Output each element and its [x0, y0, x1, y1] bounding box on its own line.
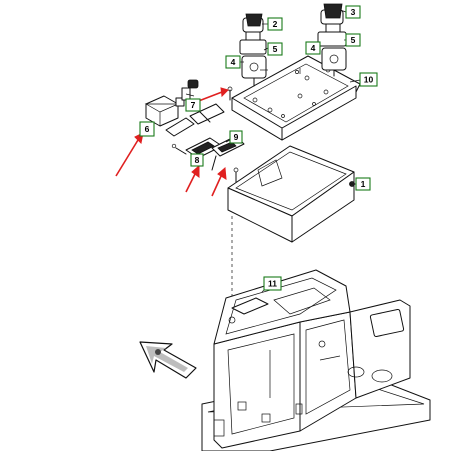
- svg-text:3: 3: [351, 7, 356, 17]
- callout-1: 1: [355, 177, 371, 191]
- svg-text:1: 1: [361, 179, 366, 189]
- svg-text:2: 2: [273, 19, 278, 29]
- svg-text:11: 11: [268, 279, 277, 289]
- callout-5-right: 5: [345, 33, 361, 47]
- callout-5-upper: 5: [267, 42, 283, 56]
- svg-text:7: 7: [191, 100, 196, 110]
- callout-11: 11: [263, 276, 282, 291]
- svg-text:4: 4: [231, 57, 236, 67]
- callout-3: 3: [345, 5, 361, 19]
- lamp-assembly: [144, 79, 199, 127]
- callout-7: 7: [185, 98, 201, 112]
- hand-pointer-arrow-icon: [139, 341, 197, 379]
- callout-8: 8: [190, 153, 204, 167]
- svg-text:9: 9: [234, 132, 239, 142]
- svg-text:5: 5: [273, 44, 278, 54]
- svg-text:4: 4: [311, 43, 316, 53]
- svg-text:6: 6: [145, 124, 150, 134]
- callout-9: 9: [229, 130, 243, 144]
- svg-text:8: 8: [195, 155, 200, 165]
- callout-4-right: 4: [305, 41, 321, 55]
- callout-6: 6: [139, 121, 155, 137]
- svg-text:10: 10: [364, 75, 374, 85]
- callout-4-left: 4: [225, 55, 241, 69]
- cab-frame: [201, 269, 431, 451]
- callout-2: 2: [267, 17, 283, 31]
- cover-plate: [227, 55, 361, 141]
- selector-switch-left: [239, 13, 279, 87]
- enclosure-box: [227, 145, 355, 243]
- callout-10: 10: [359, 72, 378, 87]
- connector-plate-lower: [171, 135, 245, 171]
- svg-text:5: 5: [351, 35, 356, 45]
- selector-switch-right: [317, 3, 347, 77]
